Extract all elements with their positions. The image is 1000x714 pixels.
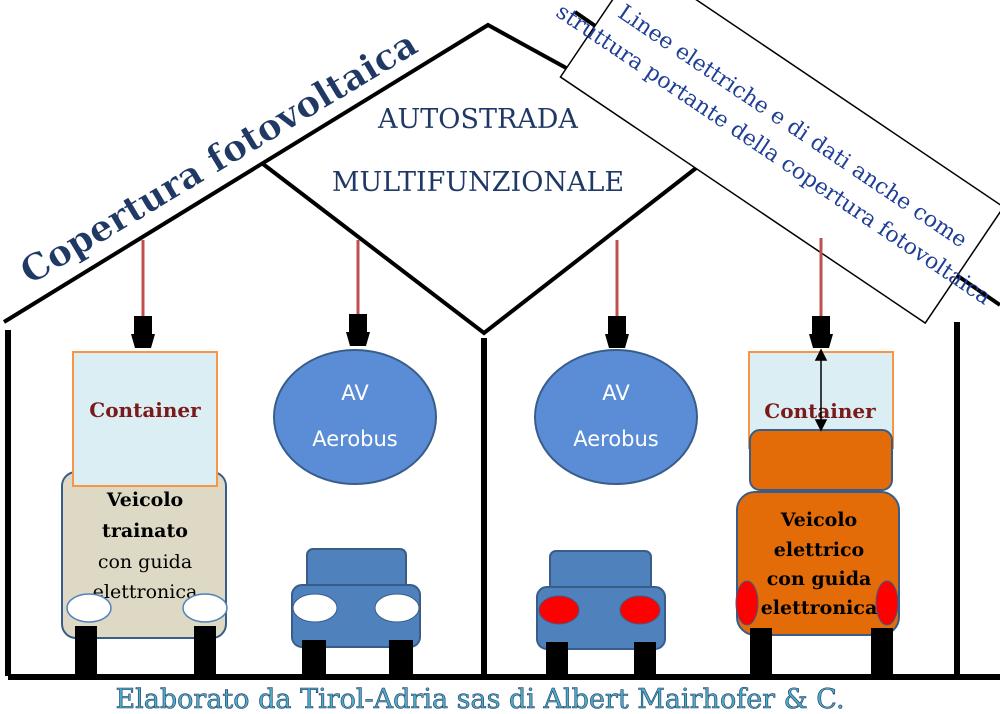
left-container [72, 351, 218, 487]
left-vehicle-headlight-left [66, 593, 112, 623]
car-right-wheel-left [546, 642, 568, 676]
aerobus-left-body [273, 349, 437, 485]
hanger-1 [131, 240, 155, 348]
car-right-roof [549, 550, 652, 592]
car-left-wheel-right [389, 640, 413, 676]
car-left-headlight-right [374, 593, 420, 623]
car-right-wheel-right [634, 642, 656, 676]
center-title-line1: AUTOSTRADA [377, 104, 578, 135]
aerobus-right-body [534, 349, 698, 485]
right-vehicle-wheel-left [750, 628, 772, 676]
left-container-label: Container [89, 398, 201, 422]
car-right [536, 550, 666, 676]
hanger-4 [809, 238, 833, 348]
car-left-wheel-left [302, 640, 326, 676]
walls [5, 322, 960, 676]
hanger-poles [131, 238, 833, 348]
left-vehicle-line4: elettronica [93, 581, 198, 603]
aerobus-right-line2: Aerobus [573, 427, 659, 451]
lift-arrow [814, 348, 828, 432]
left-lane: Container Veicolo trainato con guida ele… [61, 351, 228, 676]
center-diamond [261, 156, 711, 336]
right-container-label: Container [764, 399, 876, 423]
info-box-frame [559, 0, 1000, 325]
right-vehicle-line4: elettronica [761, 597, 878, 619]
car-right-taillight-right [619, 595, 661, 625]
aerobus-left-line1: AV [341, 381, 369, 405]
aerobus-left-line2: Aerobus [312, 427, 398, 451]
right-vehicle-line3: con guida [767, 568, 872, 590]
aerobus-right-line1: AV [602, 381, 630, 405]
hanger-2 [346, 240, 370, 346]
aerobus-left: AV Aerobus [273, 349, 437, 485]
roof-label: Copertura fotovoltaica [13, 23, 425, 293]
right-vehicle-line2: elettrico [774, 539, 864, 561]
right-vehicle-wheel-right [871, 628, 893, 676]
center-title-line2: MULTIFUNZIONALE [332, 167, 624, 198]
car-right-taillight-left [538, 595, 580, 625]
right-vehicle-taillight-right [875, 580, 899, 626]
left-vehicle-wheel-left [75, 626, 97, 676]
right-vehicle-taillight-left [735, 580, 759, 626]
aerobus-right: AV Aerobus [534, 349, 698, 485]
footer-credit: Elaborato da Tirol-Adria sas di Albert M… [115, 684, 844, 714]
container-platform [749, 429, 893, 491]
left-vehicle-line1: Veicolo [106, 489, 183, 511]
electric-vehicle-body [736, 491, 900, 636]
car-left-headlight-left [292, 593, 338, 623]
left-vehicle-line3: con guida [98, 551, 192, 573]
left-vehicle-line2: trainato [102, 520, 188, 542]
left-vehicle-wheel-right [194, 626, 216, 676]
right-vehicle-line1: Veicolo [780, 509, 857, 531]
right-lane: Container Veicolo elettrico con guida el… [735, 348, 900, 676]
car-left [291, 548, 421, 676]
left-vehicle-headlight-right [182, 593, 228, 623]
hanger-3 [605, 240, 629, 348]
car-left-roof [306, 548, 407, 590]
